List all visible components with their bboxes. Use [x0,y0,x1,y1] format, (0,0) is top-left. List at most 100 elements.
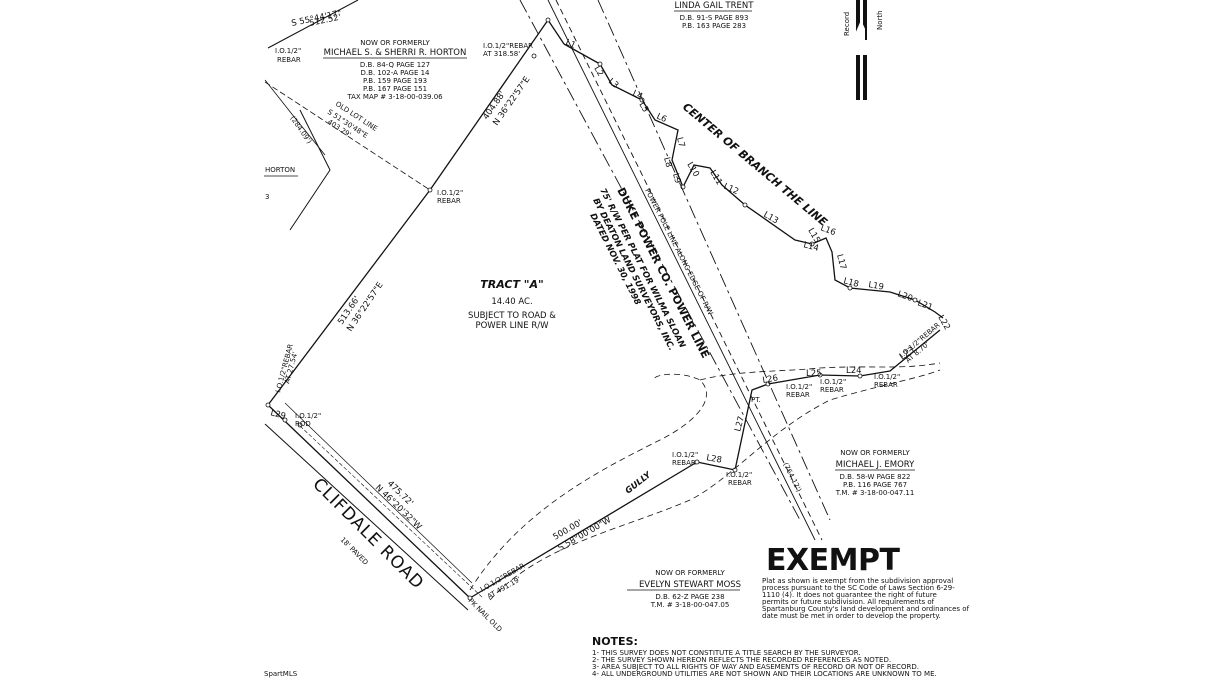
line-label-l27: L27 [733,415,747,433]
north-arrow: Record North [843,0,884,100]
exempt-line-2: process pursuant to the SC Code of Laws … [762,584,955,592]
line-label-l16: L16 [819,223,837,238]
tract-label: TRACT "A" 14.40 AC. SUBJECT TO ROAD & PO… [468,278,556,331]
rebar-l24-label: I.O.1/2" [874,373,900,381]
moss-prefix: NOW OR FORMERLY [655,569,725,577]
line-label-l14: L14 [802,240,820,254]
moss-name: EVELYN STEWART MOSS [639,580,741,590]
emory-prefix: NOW OR FORMERLY [840,449,910,457]
exempt-line-1: Plat as shown is exempt from the subdivi… [762,577,953,585]
clifdale-road: CLIFDALE ROAD 18' PAVED 475.72' N 46°20'… [264,423,504,634]
note-2: 2- THE SURVEY SHOWN HEREON REFLECTS THE … [592,656,891,664]
rebar-nw-sub: REBAR [277,56,301,64]
rw-note-1: 75' R/W PER PLAT FOR WILMA SLOAN [597,187,687,350]
note-4: 4- ALL UNDERGROUND UTILITIES ARE NOT SHO… [592,670,937,678]
exempt-stamp: EXEMPT Plat as shown is exempt from the … [762,543,970,620]
rebar-top-label: I.O.1/2"REBAR [483,42,533,50]
trent-name: LINDA GAIL TRENT [675,1,755,11]
emory-ref-3: T.M. # 3-18-00-047.11 [835,489,915,497]
rebar-l26-label: I.O.1/2" [786,383,812,391]
rebar-mid-sub: REBAR [437,197,461,205]
rebar-l28-label: I.O.1/2" [672,451,698,459]
line-label-l10: L10 [684,161,700,179]
line-label-l4: L4 [631,89,644,102]
rebar-nw-label: I.O.1/2" [275,47,301,55]
line-label-l18: L18 [842,276,860,290]
watermark-logo: SpartMLS [264,670,298,678]
tract-boundary [267,19,944,599]
tract-note-2: POWER LINE R/W [475,321,549,331]
line-label-l21: L21 [916,298,934,313]
line-label-l26: L26 [762,373,779,386]
line-label-l9: L9 [670,172,682,184]
rebar-mid-label: I.O.1/2" [437,189,463,197]
horton-ref-2: D.B. 102-A PAGE 14 [360,69,430,77]
line-label-l24: L24 [846,366,862,376]
emory-ref-1: D.B. 58-W PAGE 822 [839,473,910,481]
rebar-top-dist: AT 318.58' [483,50,520,58]
line-label-l13: L13 [762,210,780,226]
trent-ref-1: D.B. 91-S PAGE 893 [680,14,749,22]
rebar-l26-sub: REBAR [786,391,810,399]
horton-ref-5: TAX MAP # 3-18-00-039.06 [346,93,443,101]
road-name: CLIFDALE ROAD [308,474,427,593]
line-label-l25: L25 [806,369,822,379]
rebar-l24-sub: REBAR [874,381,898,389]
line-label-l7: L7 [674,136,686,148]
exempt-line-5: Spartanburg County's land development an… [762,605,970,613]
line-label-l20: L20 [896,289,914,304]
line-label-l2: L2 [591,65,605,79]
note-3: 3- AREA SUBJECT TO ALL RIGHTS OF WAY AND… [592,663,919,671]
exempt-line-6: date must be met in order to develop the… [762,612,941,620]
rod-sub: ROD [295,420,311,428]
emory-name: MICHAEL J. EMORY [836,460,915,470]
gully-label: GULLY [624,470,654,497]
tract-area: 14.40 AC. [491,297,532,307]
rebar-l28-sub: REBAR [672,459,696,467]
horton-name: MICHAEL S. & SHERRI R. HORTON [324,48,467,58]
line-label-l1: L1 [564,38,577,51]
emory-ref-2: P.B. 116 PAGE 767 [843,481,907,489]
horton-ref-3: P.B. 159 PAGE 193 [363,77,427,85]
horton-ref-4: P.B. 167 PAGE 151 [363,85,427,93]
horton-prefix: NOW OR FORMERLY [360,39,430,47]
line-label-l19: L19 [867,280,884,293]
lot-west-number: 3 [265,193,269,201]
line-label-l5: L5 [636,101,650,115]
rebar-l25-sub: REBAR [820,386,844,394]
line-label-l28: L28 [705,453,722,466]
line-label-l6: L6 [655,112,668,125]
monument-dots [265,17,918,601]
horton-ref-1: D.B. 84-Q PAGE 127 [360,61,430,69]
tract-note-1: SUBJECT TO ROAD & [468,311,556,321]
pt-label: PT. [751,396,761,404]
rebar-l27-sub: REBAR [728,479,752,487]
north-label-north: North [876,10,884,30]
line-label-l12: L12 [722,182,740,198]
rebar-l25-label: I.O.1/2" [820,378,846,386]
line-label-l29: L29 [269,408,287,422]
rebar-l27-label: I.O.1/2" [726,471,752,479]
exempt-line-3: 1110 (4). It does not guarantee the righ… [762,591,937,599]
moss-ref-1: D.B. 62-Z PAGE 238 [655,593,724,601]
branch-label: CENTER OF BRANCH THE LINE [680,100,830,229]
exempt-line-4: permits or future subdivision. All requi… [762,598,935,606]
adjoiner-horton: NOW OR FORMERLY MICHAEL S. & SHERRI R. H… [323,39,467,101]
notes-title: NOTES: [592,635,638,648]
exempt-title: EXEMPT [766,543,900,578]
trent-ref-2: P.B. 163 PAGE 283 [682,22,746,30]
pk-nail-label: PK NAIL OLD [467,597,504,634]
horton-west-label: HORTON [265,166,295,174]
note-1: 1- THIS SURVEY DOES NOT CONSTITUTE A TIT… [592,649,861,657]
line-label-l17: L17 [834,253,848,271]
adjoiner-trent: LINDA GAIL TRENT D.B. 91-S PAGE 893 P.B.… [674,1,754,30]
line-label-l8: L8 [661,156,673,168]
notes-block: NOTES: 1- THIS SURVEY DOES NOT CONSTITUT… [592,635,937,678]
moss-ref-2: T.M. # 3-18-00-047.05 [650,601,730,609]
rod-label: I.O.1/2" [295,412,321,420]
tract-name: TRACT "A" [480,278,544,291]
north-label-record: Record [843,12,851,36]
adjoiner-emory: NOW OR FORMERLY MICHAEL J. EMORY D.B. 58… [835,449,915,497]
adjoiner-moss: NOW OR FORMERLY EVELYN STEWART MOSS D.B.… [627,569,741,609]
